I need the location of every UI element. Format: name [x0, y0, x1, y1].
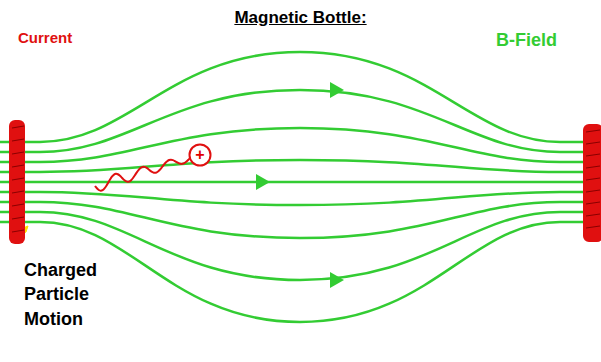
coil-winding	[12, 191, 24, 193]
field-line	[0, 90, 601, 152]
coil-winding	[12, 230, 24, 232]
coil-winding	[12, 204, 24, 206]
coil-winding	[12, 178, 24, 180]
left-coil	[9, 120, 25, 244]
field-line	[0, 192, 601, 205]
coil-winding	[12, 217, 24, 219]
charge-sign: +	[195, 147, 204, 163]
particle-path	[95, 158, 190, 191]
field-line	[0, 128, 601, 162]
particle-outline	[190, 145, 211, 166]
field-line	[0, 160, 601, 172]
field-arrow	[330, 272, 344, 288]
field-arrow	[330, 82, 344, 98]
coil-winding	[586, 166, 600, 168]
coil-winding	[586, 130, 600, 132]
coil-winding	[12, 165, 24, 167]
coil-winding	[12, 139, 24, 141]
field-line	[0, 181, 601, 184]
coil-winding	[586, 142, 600, 144]
coil-winding	[586, 190, 600, 192]
coil-winding	[586, 178, 600, 180]
coil-winding	[586, 226, 600, 228]
field-arrow	[256, 174, 270, 190]
field-arrows	[256, 82, 344, 288]
coil-winding	[12, 152, 24, 154]
charged-particle: +	[188, 143, 212, 167]
field-lines	[0, 52, 601, 322]
coil-winding	[12, 126, 24, 128]
coil-winding	[586, 214, 600, 216]
coil-winding	[586, 154, 600, 156]
motion-label: Charged Particle Motion	[24, 258, 116, 331]
diagram-title: Magnetic Bottle:	[0, 8, 601, 28]
coil-winding	[586, 202, 600, 204]
right-coil	[583, 124, 601, 242]
field-label: B-Field	[496, 28, 596, 52]
current-label: Current	[18, 28, 108, 48]
